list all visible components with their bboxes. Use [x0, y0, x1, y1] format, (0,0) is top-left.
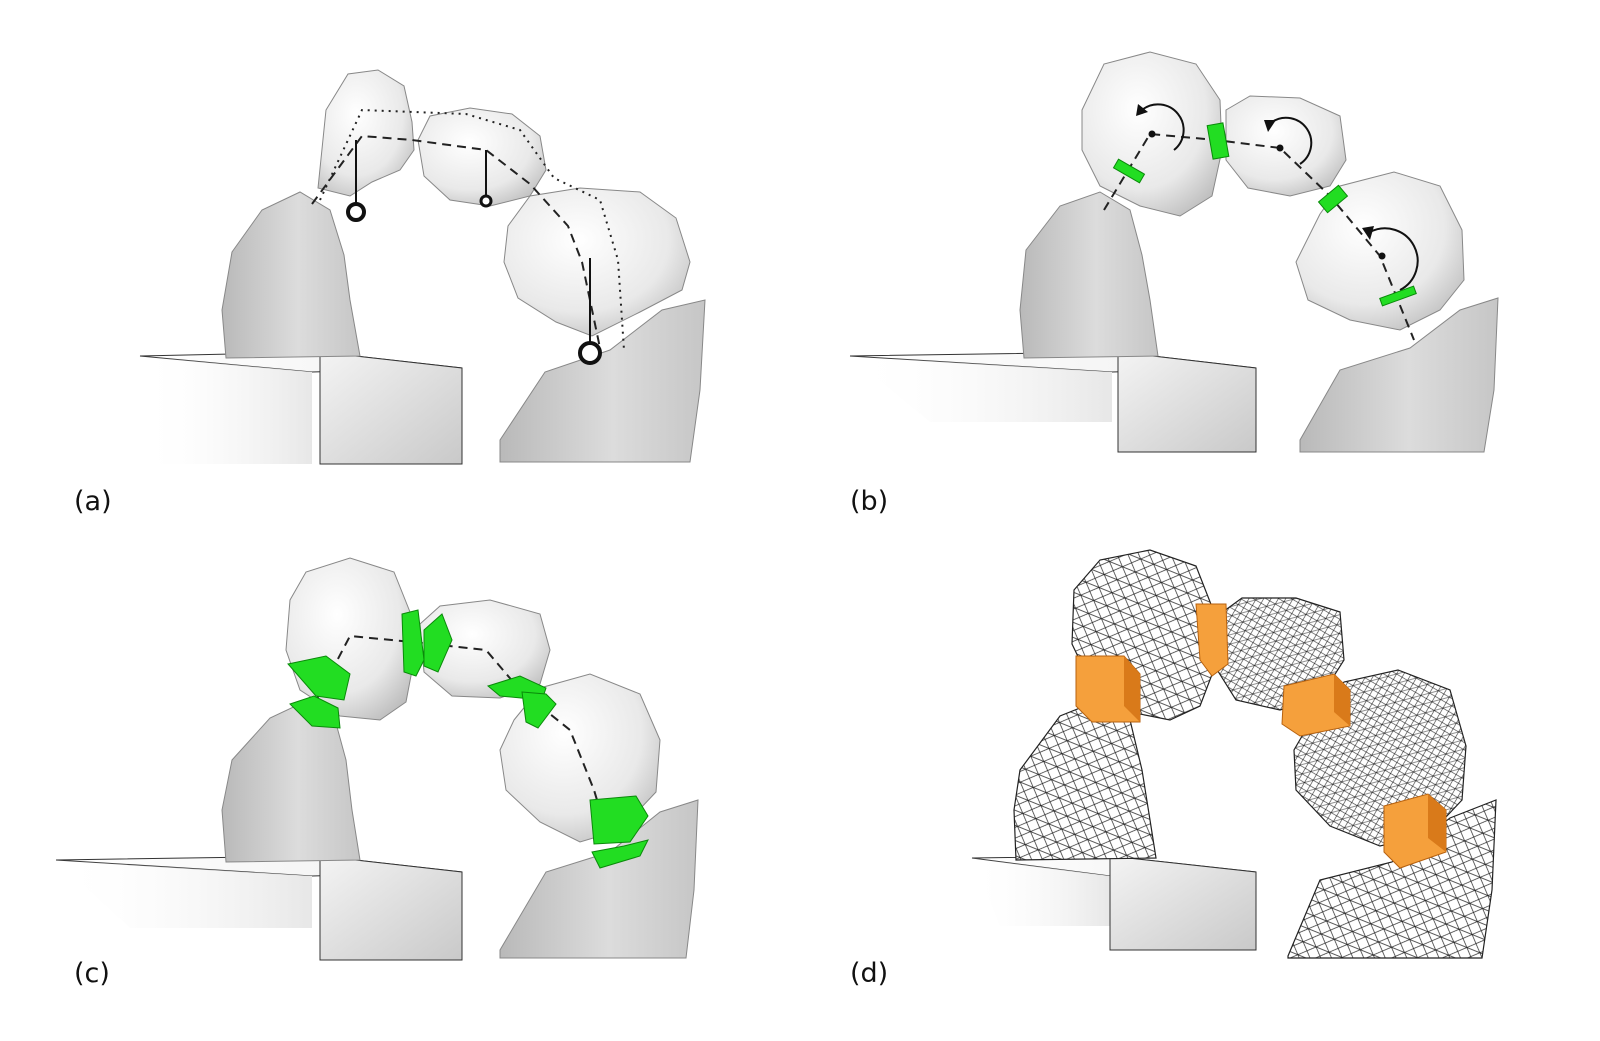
base-box [55, 855, 463, 961]
weight-pin-2 [479, 150, 493, 208]
rotation-arrow-icon [1136, 103, 1185, 151]
panel-label-a: (a) [74, 486, 112, 517]
arch-rock-3 [1295, 171, 1465, 331]
left-pillar [1019, 191, 1159, 359]
arch-rock-2 [1225, 95, 1347, 197]
panel-d: (d) [850, 549, 1497, 989]
left-pillar [221, 701, 361, 863]
contact-patch [1317, 184, 1349, 214]
centroid-line-dashed [311, 134, 601, 349]
contact-patch [1112, 158, 1146, 184]
contact-patch [1379, 285, 1417, 307]
weight-pin-3 [578, 258, 602, 365]
weight-pin-1 [346, 140, 366, 222]
panel-a: (a) [74, 69, 706, 517]
panel-c: (c) [55, 557, 699, 989]
base-box [849, 351, 1257, 453]
mesh-left-pillar [1013, 699, 1157, 861]
centroid-line-dashed [309, 634, 613, 851]
centroid-dot-3 [1378, 252, 1386, 260]
panel-label-c: (c) [74, 958, 110, 989]
contact-patch [289, 695, 341, 729]
base-box [971, 855, 1257, 951]
base-box [139, 351, 463, 465]
contact-patch [401, 609, 425, 677]
arch-rock-1 [285, 557, 415, 721]
right-support [1299, 297, 1499, 453]
panel-b: (b) [849, 51, 1499, 517]
panel-label-d: (d) [850, 958, 888, 989]
contact-patch [589, 795, 649, 845]
contact-patch [423, 613, 453, 673]
interface-block [1281, 673, 1351, 737]
centroid-dot-2 [1276, 144, 1284, 152]
right-support [499, 299, 706, 463]
interface-block [1195, 603, 1229, 677]
interface-block [1075, 655, 1141, 723]
left-pillar [221, 191, 361, 359]
contact-patch [591, 839, 649, 869]
thrust-line-dotted [319, 108, 625, 351]
arch-rock-3 [503, 187, 691, 337]
contact-patch [287, 655, 351, 701]
interface-block [1383, 793, 1447, 869]
arch-rock-2 [419, 599, 551, 699]
arch-rock-2 [417, 107, 547, 207]
contact-patch [521, 691, 557, 729]
centroid-dot-1 [1148, 130, 1156, 138]
panel-label-b: (b) [850, 486, 888, 517]
rotation-arrow-icon [1362, 226, 1419, 291]
contact-patch [1206, 122, 1230, 160]
rotation-arrow-icon [1264, 116, 1313, 165]
